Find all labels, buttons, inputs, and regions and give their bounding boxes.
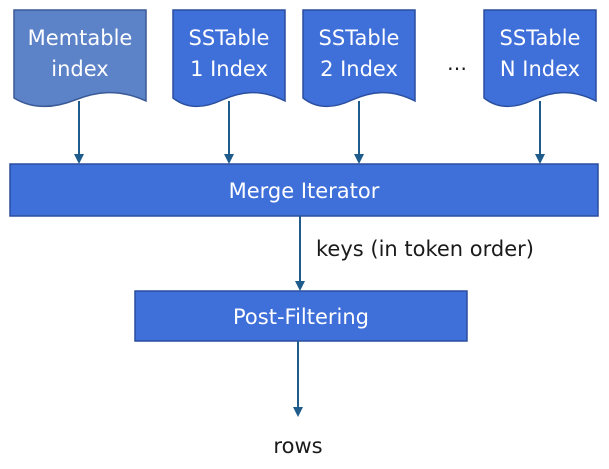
sstable-n-index-label-line2: N Index (500, 57, 580, 81)
sstable-1-index-label-line1: SSTable (189, 26, 270, 50)
sstable-n-index-shape (483, 9, 597, 108)
post-filtering-box (134, 290, 468, 342)
keys-edge-label: keys (in token order) (316, 237, 534, 261)
sstable-1-index-label-line2: 1 Index (190, 57, 268, 81)
sstable-2-index-shape (302, 9, 416, 108)
sstable-2-index-label-line1: SSTable (319, 26, 400, 50)
memtable-index-label-line2: index (51, 57, 108, 81)
sstable-n-index-label-line1: SSTable (500, 26, 581, 50)
memtable-index-label-line1: Memtable (28, 26, 133, 50)
post-filtering-label: Post-Filtering (233, 305, 369, 329)
merge-iterator-box (9, 163, 599, 217)
rows-output-label: rows (273, 434, 322, 458)
memtable-index-shape (13, 9, 147, 108)
merge-iterator-label: Merge Iterator (229, 179, 380, 203)
sstable-2-index-label-line2: 2 Index (320, 57, 398, 81)
ellipsis: … (447, 51, 467, 75)
sstable-1-index-shape (172, 9, 286, 108)
